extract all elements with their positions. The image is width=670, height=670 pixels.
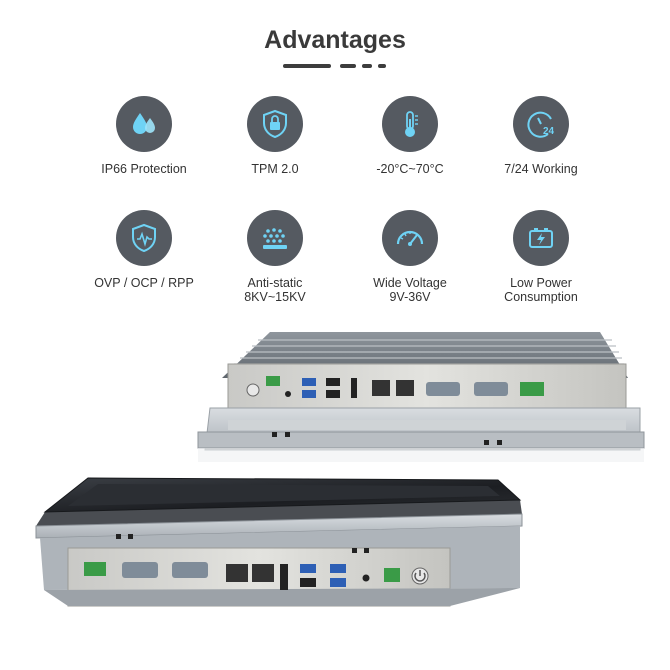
panel-pc-product-image (35, 332, 645, 607)
gauge-icon (382, 210, 438, 266)
feature-sublabel: 8KV~15KV (244, 290, 306, 304)
svg-text:24: 24 (543, 126, 555, 137)
feature-label: Wide Voltage (373, 276, 447, 290)
battery-icon (513, 210, 569, 266)
feature-sublabel: Consumption (504, 290, 578, 304)
feature-wide-voltage: Wide Voltage 9V-36V (335, 210, 485, 304)
feature-label: Low Power (510, 276, 572, 290)
front-view-unit (35, 477, 523, 607)
feature-label: 7/24 Working (504, 162, 578, 176)
shield-wave-icon (116, 210, 172, 266)
page-title: Advantages (264, 26, 406, 54)
feature-sublabel: 9V-36V (389, 290, 431, 304)
thermometer-icon (382, 96, 438, 152)
rear-view-unit (197, 332, 645, 462)
feature-antistatic: Anti-static 8KV~15KV (200, 210, 350, 304)
title-underline (0, 64, 670, 68)
water-drops-icon (116, 96, 172, 152)
feature-protection: OVP / OCP / RPP (69, 210, 219, 290)
feature-label: OVP / OCP / RPP (94, 276, 194, 290)
feature-temperature: -20°C~70°C (335, 96, 485, 176)
feature-label: TPM 2.0 (251, 162, 299, 176)
feature-label: IP66 Protection (101, 162, 187, 176)
feature-24-7: 24 7/24 Working (466, 96, 616, 176)
feature-label: -20°C~70°C (376, 162, 444, 176)
feature-label: Anti-static (247, 276, 303, 290)
feature-tpm: TPM 2.0 (200, 96, 350, 176)
static-dots-icon (247, 210, 303, 266)
feature-ip66: IP66 Protection (69, 96, 219, 176)
shield-lock-icon (247, 96, 303, 152)
clock-24-icon: 24 (513, 96, 569, 152)
feature-low-power: Low Power Consumption (466, 210, 616, 304)
